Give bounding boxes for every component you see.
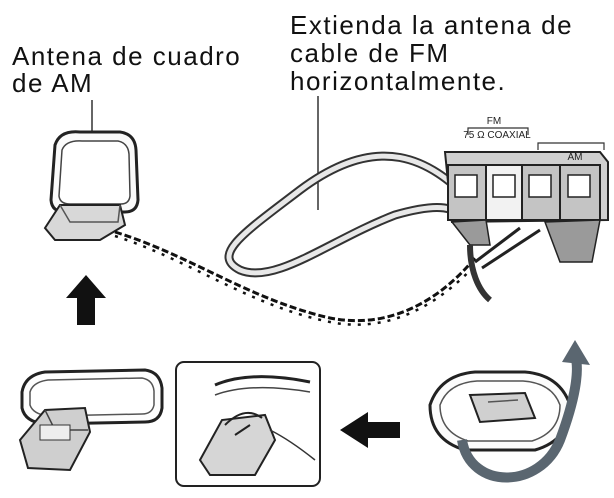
am-terminal-label: AM (568, 152, 583, 163)
am-loop-flat-rotate-icon (430, 372, 570, 450)
up-arrow-icon (66, 275, 106, 325)
am-loop-antenna-icon (45, 132, 138, 240)
fm-impedance-label: 75 Ω COAXIAL (463, 130, 531, 141)
am-loop-stand-assembled-icon (20, 370, 162, 470)
fm-terminal-label: FM (487, 116, 501, 127)
left-arrow-icon (340, 412, 400, 448)
stand-closeup-inset (176, 362, 320, 486)
am-twisted-wire (115, 232, 475, 321)
